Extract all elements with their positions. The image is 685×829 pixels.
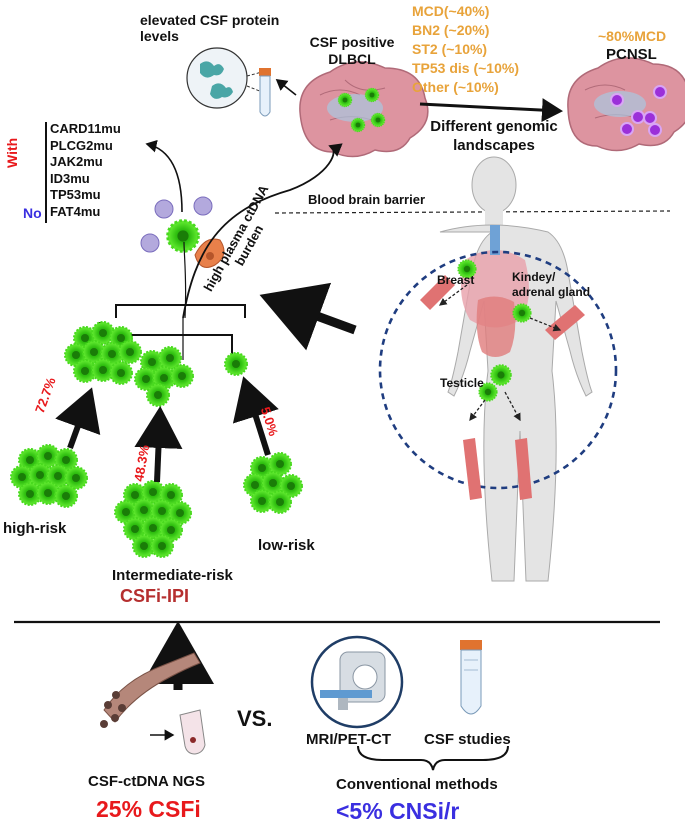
subtype-tp53: TP53 dis (~10%) <box>412 60 519 76</box>
brain-icon <box>299 61 429 158</box>
with-label: With <box>4 137 20 168</box>
subtype-bn2: BN2 (~20%) <box>412 22 490 38</box>
immune-cell-icon <box>140 196 225 268</box>
csfi-ipi-label: CSFi-IPI <box>120 586 190 606</box>
blood-vessel-icon <box>420 275 585 500</box>
mri-pet-ct-label: MRI/PET-CT <box>306 731 391 748</box>
elevated-csf-label: elevated CSF protein levels <box>140 12 280 44</box>
no-label: No <box>23 205 42 221</box>
pcnsl-label: PCNSL <box>606 46 657 63</box>
mutation-tp53: TP53mu <box>50 187 101 202</box>
protein-magnifier-icon <box>186 47 263 109</box>
subtype-other: Other (~10%) <box>412 79 499 95</box>
cnsi-5-label: <5% CNSi/r <box>336 798 460 824</box>
mutation-jak2: JAK2mu <box>50 154 103 169</box>
tumor-cluster-icon <box>224 352 248 376</box>
risk-low-label: low-risk <box>258 537 315 554</box>
csf-studies-label: CSF studies <box>424 731 511 748</box>
csf-positive-label: CSF positive DLBCL <box>309 34 395 67</box>
mutation-plcg2: PLCG2mu <box>50 137 113 153</box>
csfi-25-label: 25% CSFi <box>96 796 201 822</box>
blood-brain-barrier-label: Blood brain barrier <box>308 192 426 207</box>
tumor-cluster-icon <box>64 321 142 385</box>
organ-testicle-label: Testicle <box>440 376 484 390</box>
test-tube-icon <box>460 640 482 715</box>
risk-high-label: high-risk <box>3 520 67 537</box>
test-tube-icon <box>259 68 271 117</box>
brain-icon <box>567 57 685 152</box>
risk-intermediate-label: Intermediate-risk <box>112 567 233 584</box>
tumor-cluster-icon <box>243 452 303 514</box>
pcnsl-mcd-label: ~80%MCD <box>598 28 667 44</box>
blood-vessel-icon <box>100 652 201 728</box>
vs-label: VS. <box>237 706 273 731</box>
tumor-cluster-icon <box>10 444 88 508</box>
organ-kidney-label: Kindey/ adrenal gland <box>512 270 591 299</box>
test-tube-icon <box>179 709 206 755</box>
subtype-mcd: MCD(~40%) <box>412 3 490 19</box>
organ-breast-label: Breast <box>437 273 475 287</box>
different-genomic-label: Different genomic landscapes <box>430 118 558 154</box>
ctdna-ngs-label: CSF-ctDNA NGS <box>88 773 205 790</box>
conventional-methods-label: Conventional methods <box>336 776 498 793</box>
mutation-id3: ID3mu <box>50 170 90 186</box>
tumor-cluster-icon <box>114 480 192 558</box>
tumor-cluster-icon <box>134 346 194 407</box>
mutation-card11: CARD11mu <box>50 121 121 136</box>
human-body-icon <box>439 156 593 582</box>
mri-scanner-icon <box>310 635 404 729</box>
mutation-fat4: FAT4mu <box>50 204 101 219</box>
subtype-st2: ST2 (~10%) <box>412 41 488 57</box>
